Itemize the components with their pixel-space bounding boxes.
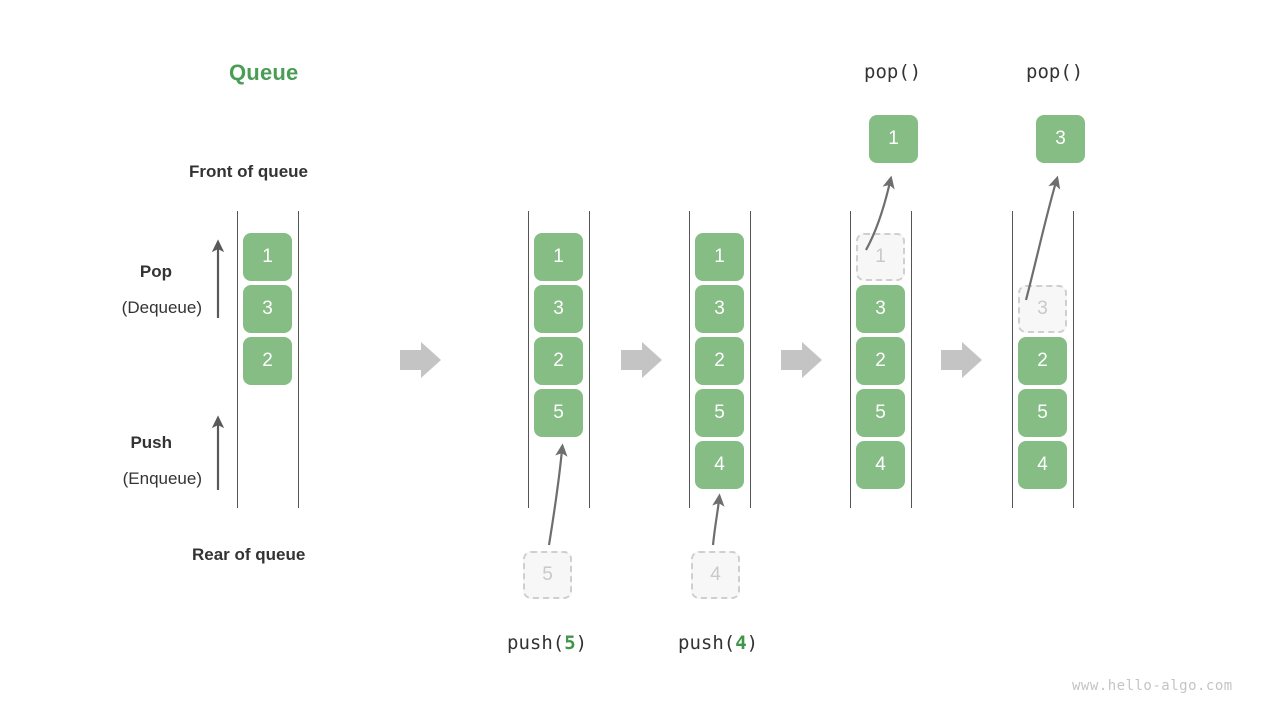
- queue-rail-right-p2: [750, 211, 751, 508]
- queue-cell: 4: [856, 441, 905, 489]
- op-label-push-4: push(4): [678, 632, 758, 654]
- queue-cell: 1: [534, 233, 583, 281]
- op-prefix: push(: [507, 632, 565, 654]
- popped-cell: 3: [1036, 115, 1085, 163]
- queue-cell: 2: [695, 337, 744, 385]
- incoming-ghost-cell: 4: [691, 551, 740, 599]
- page-title: Queue: [229, 60, 299, 85]
- queue-cell: 2: [1018, 337, 1067, 385]
- push-label: Push: [130, 433, 172, 452]
- queue-rail-left-p2: [689, 211, 690, 508]
- op-label-pop-1: pop(): [864, 61, 922, 83]
- op-prefix: push(: [678, 632, 736, 654]
- flow-arrow-1: [400, 342, 441, 378]
- op-suffix: ): [746, 632, 759, 654]
- queue-cell: 2: [856, 337, 905, 385]
- queue-cell: 3: [856, 285, 905, 333]
- op-label-pop-3: pop(): [1026, 61, 1084, 83]
- queue-rail-right-p1: [589, 211, 590, 508]
- front-of-queue-label: Front of queue: [189, 162, 308, 181]
- flow-arrow-2: [621, 342, 662, 378]
- queue-cell: 3: [695, 285, 744, 333]
- rear-of-queue-label: Rear of queue: [192, 545, 306, 564]
- dequeue-sublabel: (Dequeue): [121, 298, 202, 317]
- queue-cell: 5: [1018, 389, 1067, 437]
- queue-cell: 1: [695, 233, 744, 281]
- queue-rail-right-p3: [911, 211, 912, 508]
- queue-cell: 2: [243, 337, 292, 385]
- queue-rail-right-p4: [1073, 211, 1074, 508]
- incoming-ghost-cell: 5: [523, 551, 572, 599]
- queue-rail-left-p1: [528, 211, 529, 508]
- queue-rail-left-p0: [237, 211, 238, 508]
- op-arg: 5: [564, 632, 576, 654]
- queue-rail-right-p0: [298, 211, 299, 508]
- pop-label: Pop: [139, 262, 172, 281]
- op-suffix: ): [575, 632, 588, 654]
- queue-cell: 5: [534, 389, 583, 437]
- queue-cell: 5: [856, 389, 905, 437]
- watermark: www.hello-algo.com: [1072, 678, 1233, 694]
- pop-3-extract-arrow: [1024, 175, 1061, 301]
- push-4-insert-arrow: [711, 493, 725, 546]
- popped-ghost-cell: 3: [1018, 285, 1067, 333]
- queue-cell: 2: [534, 337, 583, 385]
- popped-ghost-cell: 1: [856, 233, 905, 281]
- queue-cell: 3: [243, 285, 292, 333]
- queue-cell: 4: [1018, 441, 1067, 489]
- queue-rail-left-p3: [850, 211, 851, 508]
- flow-arrow-3: [781, 342, 822, 378]
- op-label-push-5: push(5): [507, 632, 587, 654]
- queue-cell: 3: [534, 285, 583, 333]
- queue-cell: 1: [243, 233, 292, 281]
- queue-cell: 4: [695, 441, 744, 489]
- enqueue-sublabel: (Enqueue): [122, 469, 202, 488]
- op-arg: 4: [735, 632, 747, 654]
- push-5-insert-arrow: [547, 443, 568, 546]
- flow-arrow-4: [941, 342, 982, 378]
- popped-cell: 1: [869, 115, 918, 163]
- queue-cell: 5: [695, 389, 744, 437]
- queue-rail-left-p4: [1012, 211, 1013, 508]
